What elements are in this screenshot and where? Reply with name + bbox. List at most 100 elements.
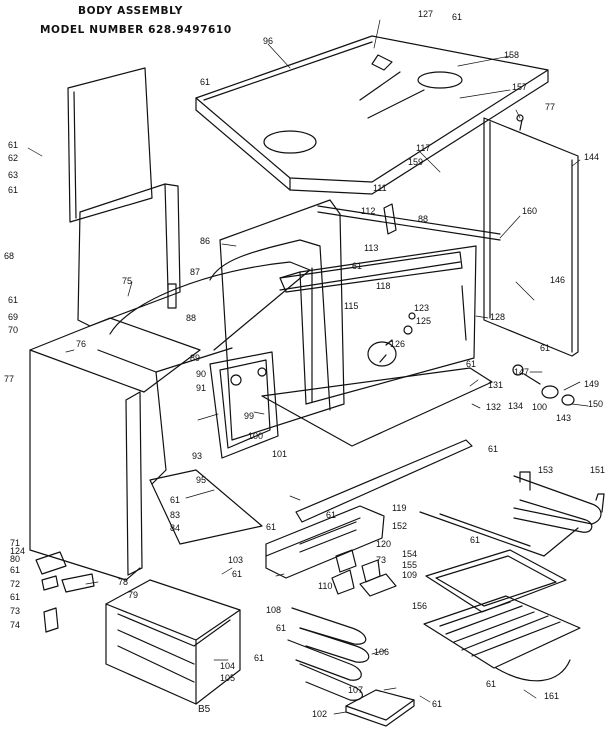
part-number-label: 156 bbox=[412, 601, 428, 611]
leader-lines bbox=[27, 19, 589, 715]
part-number-label: 70 bbox=[8, 325, 19, 335]
part-number-label: 101 bbox=[272, 449, 288, 459]
part-number-label: 120 bbox=[376, 539, 392, 549]
top-panel-96 bbox=[195, 35, 549, 195]
part-number-label: 62 bbox=[8, 153, 19, 163]
part-number-label: 124 bbox=[10, 546, 26, 556]
part-number-label: 88 bbox=[418, 214, 429, 224]
part-number-label: 61 bbox=[10, 565, 21, 575]
part-number-label: 61 bbox=[466, 359, 477, 369]
part-number-label: 126 bbox=[390, 339, 406, 349]
part-number-label: 106 bbox=[374, 647, 390, 657]
part-number-label: 118 bbox=[376, 281, 391, 291]
part-number-label: 104 bbox=[220, 661, 236, 671]
floor-plate bbox=[149, 469, 263, 545]
part-number-label: 61 bbox=[540, 343, 551, 353]
oven-rack-lower bbox=[423, 595, 581, 682]
part-number-label: 77 bbox=[4, 374, 15, 384]
vent-channel bbox=[265, 505, 385, 579]
part-number-label: 112 bbox=[361, 206, 376, 216]
part-number-label: 73 bbox=[376, 555, 387, 565]
part-number-label: 61 bbox=[486, 679, 497, 689]
part-number-label: 61 bbox=[232, 569, 243, 579]
part-number-label: 117 bbox=[416, 143, 431, 153]
part-number-label: 105 bbox=[220, 673, 236, 683]
part-number-label: 108 bbox=[266, 605, 282, 615]
part-number-label: 110 bbox=[318, 581, 333, 591]
part-number-label: 127 bbox=[418, 9, 434, 19]
part-number-label: 61 bbox=[170, 495, 181, 505]
part-number-label: 155 bbox=[402, 560, 418, 570]
part-number-label: 102 bbox=[312, 709, 328, 719]
part-number-label: 131 bbox=[488, 380, 504, 390]
part-number-label: 87 bbox=[190, 267, 201, 277]
part-number-label: 75 bbox=[122, 276, 133, 286]
part-number-label: 91 bbox=[196, 383, 207, 393]
part-number-label: 107 bbox=[348, 685, 364, 695]
part-number-label: 100 bbox=[532, 402, 548, 412]
terminal-blocks bbox=[331, 549, 397, 597]
part-number-label: 61 bbox=[8, 140, 19, 150]
hardware bbox=[167, 114, 575, 406]
part-number-label: 159 bbox=[408, 157, 424, 167]
part-number-label: 77 bbox=[545, 102, 556, 112]
part-number-label: 115 bbox=[344, 301, 359, 311]
part-number-label: 144 bbox=[584, 152, 600, 162]
broil-element bbox=[419, 471, 605, 557]
part-number-label: 90 bbox=[196, 369, 207, 379]
part-number-label: 153 bbox=[538, 465, 554, 475]
part-number-label: 89 bbox=[190, 353, 201, 363]
part-number-label: 100 bbox=[248, 431, 264, 441]
part-number-label: 149 bbox=[584, 379, 600, 389]
part-number-label: 61 bbox=[266, 522, 277, 532]
part-number-label: 88 bbox=[186, 313, 197, 323]
page-code: B5 bbox=[198, 704, 211, 715]
part-number-label: 86 bbox=[200, 236, 211, 246]
part-number-label: 154 bbox=[402, 549, 418, 559]
model-number: MODEL NUMBER 628.9497610 bbox=[40, 24, 232, 36]
part-number-label: 76 bbox=[76, 339, 87, 349]
part-number-label: 109 bbox=[402, 570, 418, 580]
part-number-label: 119 bbox=[392, 503, 407, 513]
small-parts-left bbox=[35, 551, 95, 633]
left-side-panel bbox=[67, 67, 153, 223]
part-number-label: 61 bbox=[254, 653, 265, 663]
part-number-label: 61 bbox=[8, 185, 19, 195]
part-number-label: 69 bbox=[8, 312, 19, 322]
part-number-label: 103 bbox=[228, 555, 244, 565]
part-number-label: 78 bbox=[118, 577, 129, 587]
part-number-label: 158 bbox=[504, 50, 520, 60]
part-number-label: 61 bbox=[10, 592, 21, 602]
part-number-label: 61 bbox=[276, 623, 287, 633]
part-number-label: 61 bbox=[452, 12, 463, 22]
part-number-label: 79 bbox=[128, 590, 139, 600]
part-number-label: 68 bbox=[4, 251, 15, 261]
part-number-label: 61 bbox=[200, 77, 211, 87]
part-number-label: 147 bbox=[514, 367, 530, 377]
part-number-label: 134 bbox=[508, 401, 524, 411]
part-number-label: 93 bbox=[192, 451, 203, 461]
part-number-label: 61 bbox=[326, 510, 337, 520]
part-number-label: 61 bbox=[432, 699, 443, 709]
part-number-label: 113 bbox=[364, 243, 379, 253]
oven-liner bbox=[219, 199, 477, 441]
part-number-label: 73 bbox=[10, 606, 21, 616]
part-number-label: 61 bbox=[352, 261, 363, 271]
part-number-label: 84 bbox=[170, 523, 181, 533]
part-number-label: 74 bbox=[10, 620, 21, 630]
diagram-title: BODY ASSEMBLY bbox=[78, 5, 184, 17]
part-number-label: 72 bbox=[10, 579, 21, 589]
part-number-label: 61 bbox=[8, 295, 19, 305]
part-number-label: 128 bbox=[490, 312, 506, 322]
part-number-label: 61 bbox=[470, 535, 481, 545]
door-frame bbox=[209, 351, 279, 459]
rails bbox=[279, 205, 501, 523]
part-number-label: 125 bbox=[416, 316, 432, 326]
part-number-label: 150 bbox=[588, 399, 604, 409]
part-number-label: 111 bbox=[373, 183, 387, 193]
base-bracket bbox=[345, 689, 415, 727]
part-number-label: 80 bbox=[10, 554, 21, 564]
insulation-wrap bbox=[97, 239, 331, 485]
